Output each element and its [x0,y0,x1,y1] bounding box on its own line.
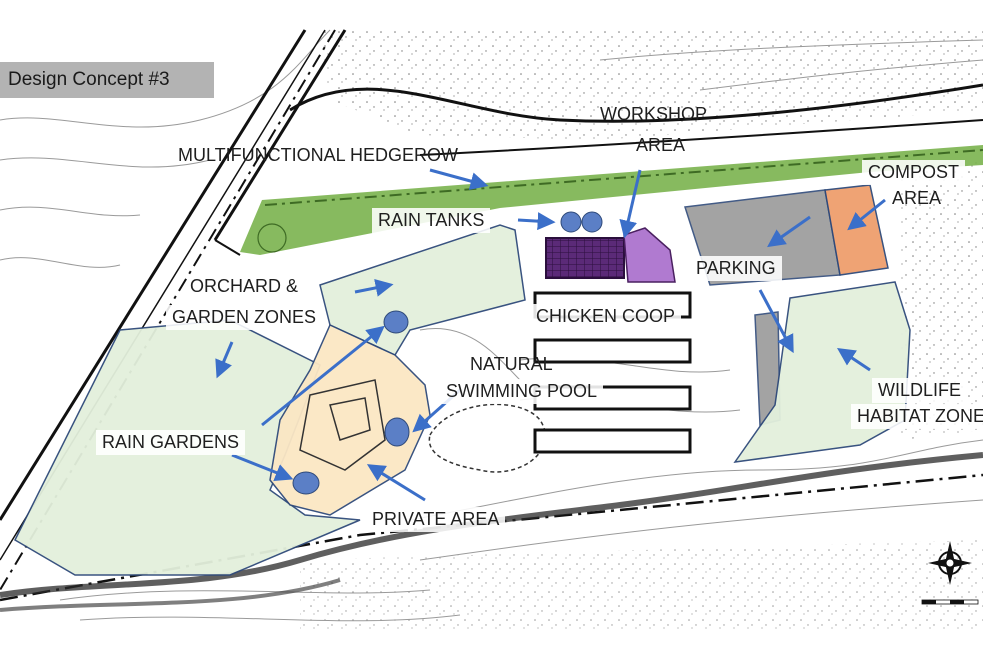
label-parking: PARKING [690,256,782,281]
property-boundary-south [0,473,983,602]
stipple-texture-north [320,30,983,140]
label-pool-line1: NATURAL [470,354,553,374]
label-wildlife-line1: WILDLIFE [872,378,968,403]
label-rain-tanks: RAIN TANKS [372,208,491,233]
house-footprint [299,379,386,471]
label-orchard-line1: ORCHARD & [190,276,299,296]
scale-bar-icon [921,599,979,605]
south-ridge-line-2 [0,578,341,612]
label-hedgerow: MULTIFUNCTIONAL HEDGEROW [178,145,459,165]
page-title: Design Concept #3 [0,62,214,98]
workshop-annex [623,227,676,283]
label-pool-line2: SWIMMING POOL [440,379,604,404]
rain-garden-2 [384,417,410,447]
label-rain-gardens: RAIN GARDENS [96,430,246,455]
north-road-curve [289,83,983,156]
rain-garden-1 [383,310,409,334]
hedgerow-zone [240,145,983,255]
workshop-building [545,237,625,279]
label-private-area: PRIVATE AREA [366,507,506,532]
hedgerow-centerline [264,149,983,206]
rain-garden-3 [292,471,320,495]
rain-tank-2 [581,211,603,233]
label-orchard-line2: GARDEN ZONES [166,305,323,330]
label-wildlife-line2: HABITAT ZONE [851,404,983,429]
label-compost-line2: AREA [892,188,942,208]
label-workshop-line1: WORKSHOP [600,104,708,124]
label-workshop-line2: AREA [636,135,686,155]
compass-rose-icon [928,541,972,585]
label-chicken-coop: CHICKEN COOP [530,304,682,329]
hedgerow-tree [257,223,287,253]
stipple-texture-east [900,160,983,440]
label-compost-line1: COMPOST [862,160,966,185]
stipple-texture-south [300,540,983,630]
rain-tank-1 [560,211,582,233]
